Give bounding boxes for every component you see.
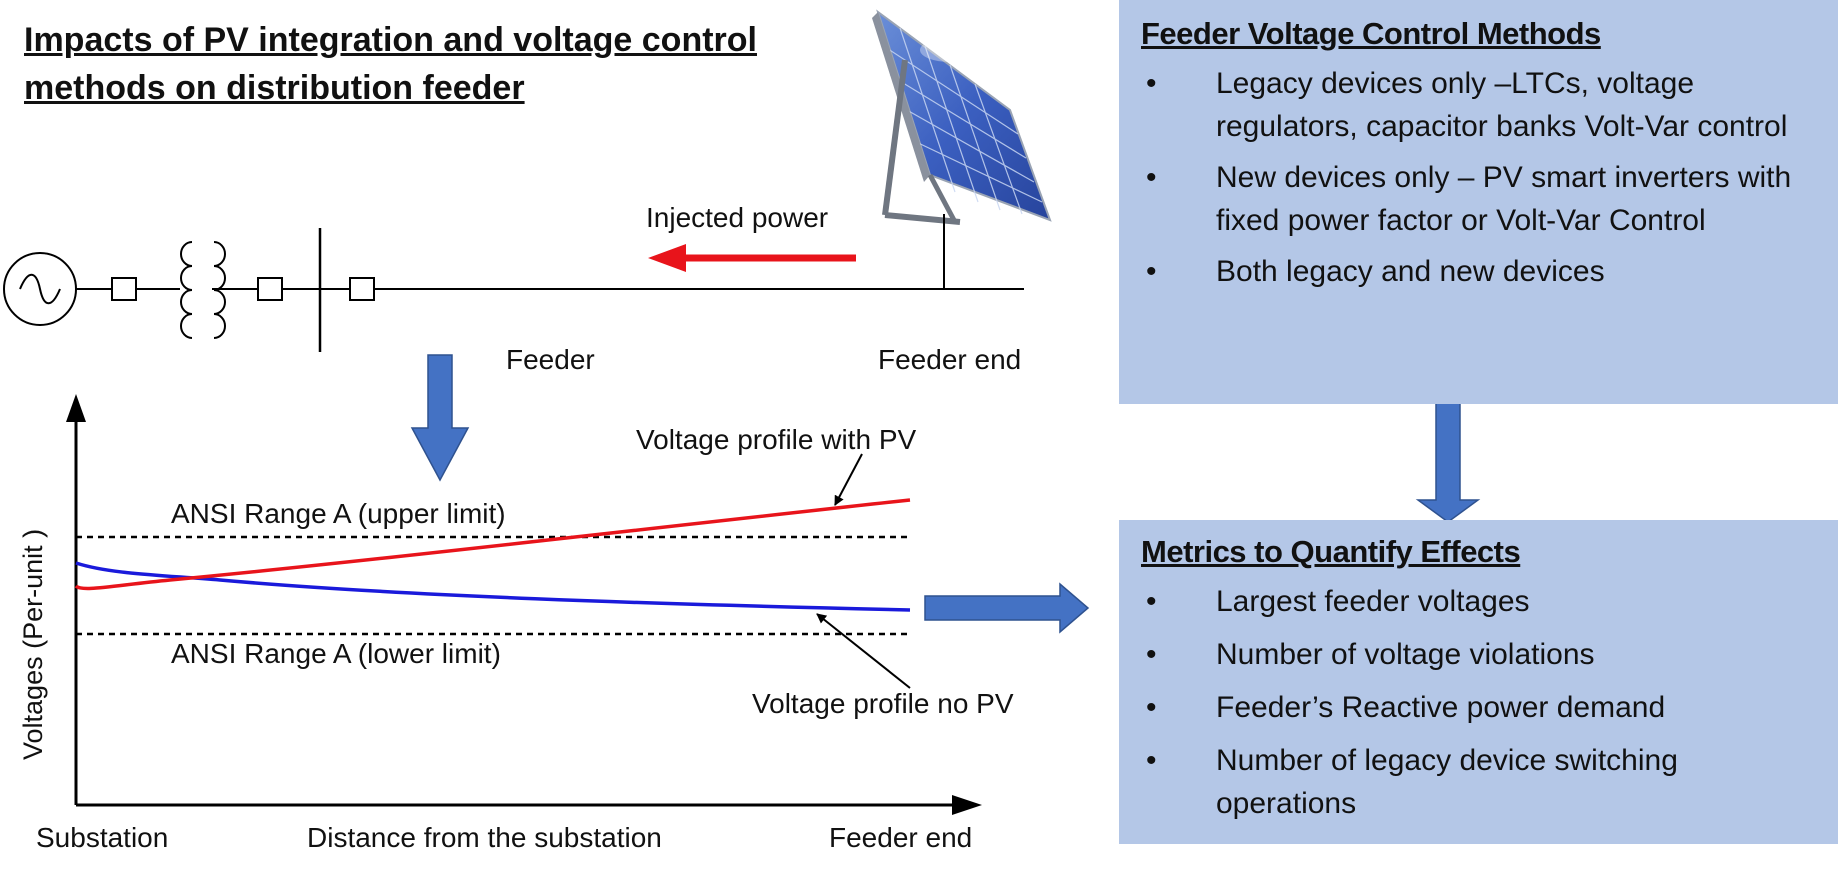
list-item: Feeder’s Reactive power demand	[1141, 686, 1822, 729]
breaker-2	[257, 277, 283, 301]
metrics-heading: Metrics to Quantify Effects	[1141, 534, 1521, 569]
x-tick-substation: Substation	[36, 822, 169, 853]
injected-power-label: Injected power	[646, 202, 829, 233]
down-arrow-circuit-to-chart	[410, 354, 470, 482]
metrics-list: Largest feeder voltages Number of voltag…	[1141, 580, 1822, 825]
feeder-label: Feeder	[506, 344, 595, 375]
ansi-lower-label: ANSI Range A (lower limit)	[171, 638, 501, 669]
solar-panel-icon	[872, 9, 1052, 225]
down-arrow-panels	[1415, 402, 1481, 523]
x-axis-label: Distance from the substation	[307, 822, 662, 853]
list-item: Legacy devices only –LTCs, voltage regul…	[1141, 62, 1822, 148]
pointer-no-pv	[816, 613, 911, 689]
list-item: New devices only – PV smart inverters wi…	[1141, 156, 1822, 242]
control-methods-list: Legacy devices only –LTCs, voltage regul…	[1141, 62, 1822, 293]
y-axis-label: Voltages (Per-unit )	[18, 529, 48, 760]
right-arrow-chart-to-metrics	[924, 582, 1090, 634]
x-axis-arrowhead	[952, 795, 982, 815]
injected-power-arrow	[648, 244, 856, 272]
title-line-2: methods on distribution feeder	[24, 69, 525, 107]
ansi-upper-label: ANSI Range A (upper limit)	[171, 498, 506, 529]
breaker-3	[349, 277, 375, 301]
page-title: Impacts of PV integration and voltage co…	[24, 16, 757, 112]
title-line-1: Impacts of PV integration and voltage co…	[24, 21, 757, 59]
series-voltage-profile-with-pv	[74, 498, 911, 591]
x-tick-feeder-end: Feeder end	[829, 822, 973, 853]
series-label-no-pv: Voltage profile no PV	[752, 688, 1014, 719]
list-item: Largest feeder voltages	[1141, 580, 1822, 623]
y-axis-arrowhead	[66, 394, 86, 422]
list-item: Number of legacy device switching operat…	[1141, 739, 1822, 825]
control-methods-panel: Feeder Voltage Control Methods Legacy de…	[1119, 0, 1838, 404]
feeder-end-label: Feeder end	[878, 344, 1022, 375]
control-methods-heading: Feeder Voltage Control Methods	[1141, 16, 1601, 51]
pointer-with-pv	[834, 453, 863, 506]
circuit-diagram	[3, 214, 1024, 352]
series-voltage-profile-no-pv	[75, 561, 911, 612]
breaker-1	[111, 277, 137, 301]
list-item: Both legacy and new devices	[1141, 250, 1822, 293]
metrics-panel: Metrics to Quantify Effects Largest feed…	[1119, 520, 1838, 844]
list-item: Number of voltage violations	[1141, 633, 1822, 676]
series-label-with-pv: Voltage profile with PV	[636, 424, 917, 455]
